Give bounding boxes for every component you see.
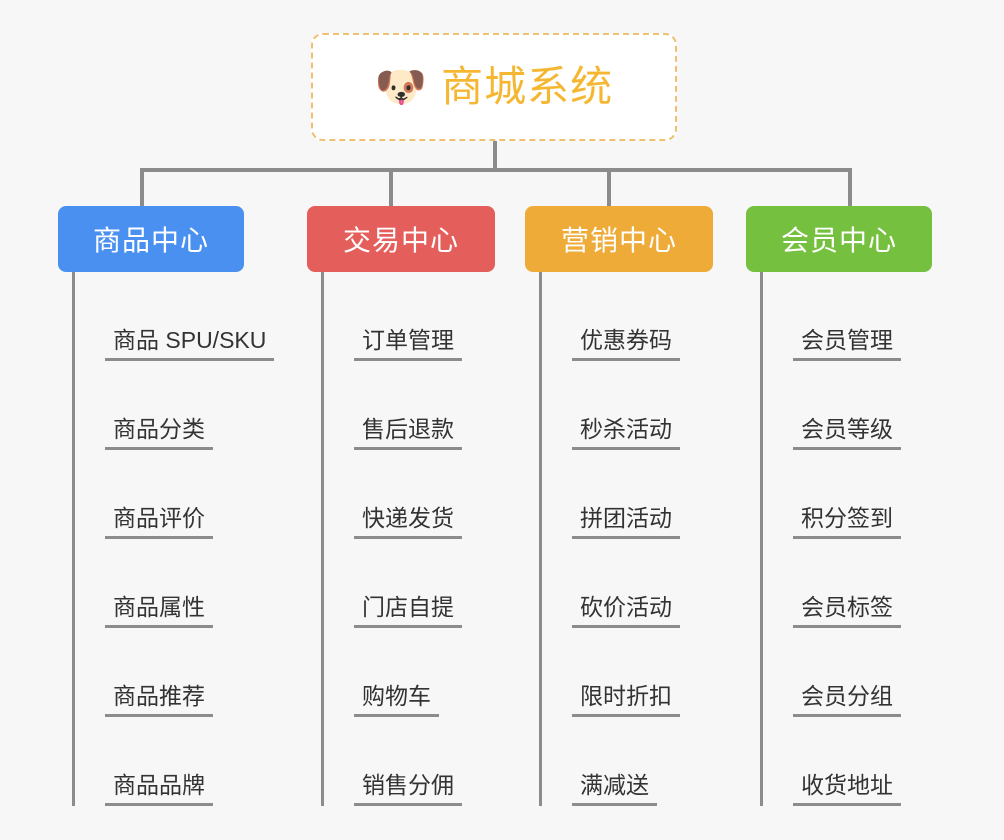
leaf-label: 商品品牌 bbox=[105, 774, 213, 806]
branch-trade-center: 交易中心 订单管理 售后退款 快递发货 门店自提 购物车 销售分佣 bbox=[307, 206, 495, 806]
leaf-item[interactable]: 快递发货 bbox=[324, 450, 495, 539]
leaf-item[interactable]: 限时折扣 bbox=[542, 628, 713, 717]
branch-children-3: 优惠券码 秒杀活动 拼团活动 砍价活动 限时折扣 满减送 bbox=[539, 272, 713, 806]
leaf-item[interactable]: 会员标签 bbox=[763, 539, 932, 628]
leaf-label: 快递发货 bbox=[354, 507, 462, 539]
leaf-item[interactable]: 收货地址 bbox=[763, 717, 932, 806]
leaf-item[interactable]: 商品评价 bbox=[75, 450, 274, 539]
leaf-label: 商品属性 bbox=[105, 596, 213, 628]
leaf-item[interactable]: 会员分组 bbox=[763, 628, 932, 717]
leaf-item[interactable]: 满减送 bbox=[542, 717, 713, 806]
branch-header-1[interactable]: 商品中心 bbox=[58, 206, 244, 272]
leaf-item[interactable]: 购物车 bbox=[324, 628, 495, 717]
leaf-item[interactable]: 商品品牌 bbox=[75, 717, 274, 806]
leaf-label: 商品评价 bbox=[105, 507, 213, 539]
leaf-item[interactable]: 商品分类 bbox=[75, 361, 274, 450]
leaf-label: 会员管理 bbox=[793, 329, 901, 361]
connector-drop-1 bbox=[140, 168, 144, 208]
branch-header-2[interactable]: 交易中心 bbox=[307, 206, 495, 272]
leaf-label: 售后退款 bbox=[354, 418, 462, 450]
branch-header-3[interactable]: 营销中心 bbox=[525, 206, 713, 272]
leaf-label: 会员标签 bbox=[793, 596, 901, 628]
leaf-label: 积分签到 bbox=[793, 507, 901, 539]
leaf-item[interactable]: 拼团活动 bbox=[542, 450, 713, 539]
leaf-label: 收货地址 bbox=[793, 774, 901, 806]
connector-horizontal-bus bbox=[140, 168, 852, 172]
branch-marketing-center: 营销中心 优惠券码 秒杀活动 拼团活动 砍价活动 限时折扣 满减送 bbox=[525, 206, 713, 806]
branch-header-4[interactable]: 会员中心 bbox=[746, 206, 932, 272]
leaf-label: 会员等级 bbox=[793, 418, 901, 450]
branch-children-1: 商品 SPU/SKU 商品分类 商品评价 商品属性 商品推荐 商品品牌 bbox=[72, 272, 275, 806]
leaf-item[interactable]: 商品 SPU/SKU bbox=[75, 272, 275, 361]
leaf-item[interactable]: 门店自提 bbox=[324, 539, 495, 628]
root-title: 商城系统 bbox=[441, 63, 614, 110]
branch-children-2: 订单管理 售后退款 快递发货 门店自提 购物车 销售分佣 bbox=[321, 272, 495, 806]
leaf-label: 订单管理 bbox=[354, 329, 462, 361]
branch-product-center: 商品中心 商品 SPU/SKU 商品分类 商品评价 商品属性 商品推荐 商品品牌 bbox=[58, 206, 275, 806]
leaf-label: 满减送 bbox=[572, 774, 657, 806]
connector-drop-3 bbox=[607, 168, 611, 208]
leaf-item[interactable]: 商品推荐 bbox=[75, 628, 274, 717]
leaf-item[interactable]: 秒杀活动 bbox=[542, 361, 713, 450]
branch-member-center: 会员中心 会员管理 会员等级 积分签到 会员标签 会员分组 收货地址 bbox=[746, 206, 932, 806]
leaf-label: 秒杀活动 bbox=[572, 418, 680, 450]
leaf-item[interactable]: 会员管理 bbox=[763, 272, 932, 361]
leaf-label: 砍价活动 bbox=[572, 596, 680, 628]
leaf-item[interactable]: 销售分佣 bbox=[324, 717, 495, 806]
leaf-label: 门店自提 bbox=[354, 596, 462, 628]
leaf-label: 会员分组 bbox=[793, 685, 901, 717]
connector-drop-2 bbox=[389, 168, 393, 208]
leaf-item[interactable]: 会员等级 bbox=[763, 361, 932, 450]
leaf-item[interactable]: 订单管理 bbox=[324, 272, 495, 361]
leaf-item[interactable]: 砍价活动 bbox=[542, 539, 713, 628]
leaf-label: 限时折扣 bbox=[572, 685, 680, 717]
leaf-label: 商品分类 bbox=[105, 418, 213, 450]
connector-root-stem bbox=[493, 141, 497, 171]
connector-drop-4 bbox=[848, 168, 852, 208]
leaf-label: 优惠券码 bbox=[572, 329, 680, 361]
leaf-label: 商品 SPU/SKU bbox=[105, 329, 275, 361]
leaf-item[interactable]: 售后退款 bbox=[324, 361, 495, 450]
leaf-item[interactable]: 商品属性 bbox=[75, 539, 274, 628]
leaf-label: 商品推荐 bbox=[105, 685, 213, 717]
branch-children-4: 会员管理 会员等级 积分签到 会员标签 会员分组 收货地址 bbox=[760, 272, 932, 806]
leaf-label: 销售分佣 bbox=[354, 774, 462, 806]
leaf-item[interactable]: 优惠券码 bbox=[542, 272, 713, 361]
shiba-dog-face-icon: 🐶 bbox=[374, 63, 428, 110]
root-node[interactable]: 🐶 商城系统 bbox=[311, 33, 677, 141]
leaf-item[interactable]: 积分签到 bbox=[763, 450, 932, 539]
leaf-label: 购物车 bbox=[354, 685, 439, 717]
leaf-label: 拼团活动 bbox=[572, 507, 680, 539]
